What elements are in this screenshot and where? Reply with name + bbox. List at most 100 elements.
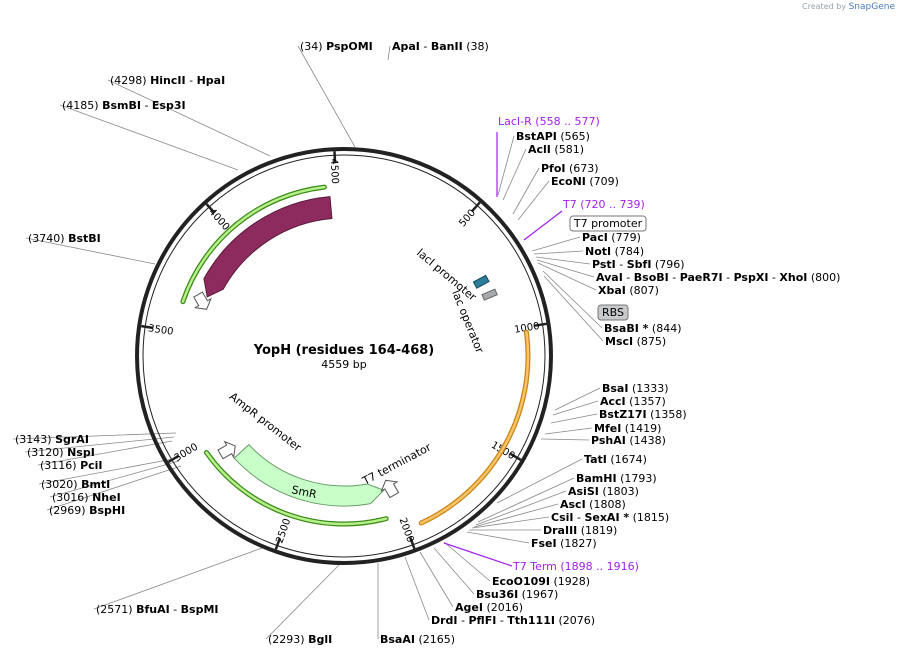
- restriction-site-label[interactable]: PfoI (673): [541, 162, 599, 175]
- restriction-site[interactable]: XbaI (807): [598, 284, 659, 297]
- restriction-site-label[interactable]: BsaBI * (844): [604, 322, 682, 335]
- restriction-site-label[interactable]: AsiSI (1803): [568, 485, 639, 498]
- restriction-site-label[interactable]: ApaI - BanII (38): [392, 40, 489, 53]
- enzyme-name: BsaAI: [380, 633, 415, 646]
- primer-label[interactable]: T7 Term (1898 .. 1916): [512, 560, 639, 573]
- restriction-site[interactable]: BsaAI (2165): [380, 633, 455, 646]
- restriction-site[interactable]: DraIII (1819): [543, 524, 617, 537]
- site-leader-line: [497, 135, 515, 196]
- restriction-site-label[interactable]: (4298) HincII - HpaI: [110, 74, 225, 87]
- restriction-site[interactable]: NotI (784): [585, 245, 644, 258]
- restriction-site[interactable]: (34) PspOMI: [300, 40, 373, 53]
- restriction-site-label[interactable]: AclI (581): [528, 143, 584, 156]
- restriction-site-label[interactable]: AgeI (2016): [455, 601, 523, 614]
- restriction-site[interactable]: MfeI (1419): [594, 422, 661, 435]
- restriction-site[interactable]: PstI - SbfI (796): [592, 258, 685, 271]
- restriction-site[interactable]: PfoI (673): [541, 162, 599, 175]
- primer-label[interactable]: T7 (720 .. 739): [562, 198, 645, 211]
- restriction-site[interactable]: FseI (1827): [531, 537, 597, 550]
- restriction-site-label[interactable]: EcoNI (709): [551, 175, 619, 188]
- primer-label[interactable]: LacI-R (558 .. 577): [498, 115, 600, 128]
- restriction-site-label[interactable]: (2293) BglI: [268, 633, 332, 646]
- restriction-site[interactable]: TatI (1674): [584, 453, 647, 466]
- restriction-site-label[interactable]: XbaI (807): [598, 284, 659, 297]
- restriction-site-label[interactable]: (3120) NspI: [27, 446, 95, 459]
- restriction-site-label[interactable]: CsiI - SexAI * (1815): [551, 511, 669, 524]
- restriction-site[interactable]: EcoNI (709): [551, 175, 619, 188]
- restriction-site[interactable]: AsiSI (1803): [568, 485, 639, 498]
- restriction-site-label[interactable]: NotI (784): [585, 245, 644, 258]
- restriction-site-label[interactable]: (3016) NheI: [52, 491, 121, 504]
- restriction-site-label[interactable]: MfeI (1419): [594, 422, 661, 435]
- enzyme-name: BstZ17I: [599, 408, 647, 421]
- restriction-site[interactable]: (3116) PciI: [40, 459, 103, 472]
- restriction-site-label[interactable]: TatI (1674): [584, 453, 647, 466]
- restriction-site[interactable]: BstZ17I (1358): [599, 408, 687, 421]
- restriction-site[interactable]: (3143) SgrAI: [15, 433, 89, 446]
- restriction-site-label[interactable]: (3116) PciI: [40, 459, 103, 472]
- enzyme-name: BstBI: [68, 232, 101, 245]
- restriction-site-label[interactable]: PstI - SbfI (796): [592, 258, 685, 271]
- restriction-site-label[interactable]: PacI (779): [582, 231, 641, 244]
- restriction-site[interactable]: ApaI - BanII (38): [392, 40, 489, 53]
- restriction-site-label[interactable]: FseI (1827): [531, 537, 597, 550]
- restriction-site[interactable]: BstAPI (565): [516, 130, 590, 143]
- restriction-site-label[interactable]: AccI (1357): [600, 395, 666, 408]
- enzyme-name: HincII: [150, 74, 186, 87]
- restriction-site[interactable]: BsaBI * (844): [604, 322, 682, 335]
- ruler-tick-label: 4500: [328, 158, 340, 184]
- restriction-site-label[interactable]: PshAI (1438): [591, 434, 666, 447]
- restriction-site-label[interactable]: AscI (1808): [560, 498, 626, 511]
- restriction-site[interactable]: (3120) NspI: [27, 446, 95, 459]
- restriction-site-label[interactable]: DraIII (1819): [543, 524, 617, 537]
- ruler-tick: [333, 151, 337, 164]
- restriction-site-label[interactable]: DrdI - PflFI - Tth111I (2076): [431, 614, 595, 627]
- restriction-site[interactable]: CsiI - SexAI * (1815): [551, 511, 669, 524]
- restriction-site-label[interactable]: (34) PspOMI: [300, 40, 373, 53]
- restriction-site[interactable]: (2293) BglI: [268, 633, 332, 646]
- restriction-site[interactable]: AgeI (2016): [455, 601, 523, 614]
- restriction-site[interactable]: (2969) BspHI: [49, 504, 125, 517]
- primer[interactable]: T7 (720 .. 739): [523, 198, 645, 241]
- restriction-site[interactable]: PshAI (1438): [591, 434, 666, 447]
- restriction-site[interactable]: (3016) NheI: [52, 491, 121, 504]
- restriction-site[interactable]: BsaI (1333): [602, 382, 669, 395]
- primer[interactable]: T7 Term (1898 .. 1916): [443, 542, 639, 573]
- restriction-site[interactable]: AscI (1808): [560, 498, 626, 511]
- restriction-site[interactable]: (4298) HincII - HpaI: [110, 74, 225, 87]
- restriction-site-label[interactable]: BsaI (1333): [602, 382, 669, 395]
- restriction-site[interactable]: AccI (1357): [600, 395, 666, 408]
- restriction-site[interactable]: Bsu36I (1967): [476, 588, 558, 601]
- restriction-site[interactable]: BamHI (1793): [576, 472, 657, 485]
- restriction-site[interactable]: (2571) BfuAI - BspMI: [96, 603, 219, 616]
- restriction-site-label[interactable]: Bsu36I (1967): [476, 588, 558, 601]
- site-position: (4185): [62, 99, 102, 112]
- restriction-site-label[interactable]: (2969) BspHI: [49, 504, 125, 517]
- restriction-site[interactable]: MscI (875): [605, 335, 666, 348]
- site-position: -: [170, 603, 181, 616]
- restriction-site-label[interactable]: BamHI (1793): [576, 472, 657, 485]
- enzyme-name: FseI: [531, 537, 557, 550]
- restriction-site-label[interactable]: MscI (875): [605, 335, 666, 348]
- restriction-site[interactable]: (3020) BmtI: [41, 478, 110, 491]
- restriction-site[interactable]: EcoO109I (1928): [492, 575, 590, 588]
- restriction-site[interactable]: (3740) BstBI: [28, 232, 101, 245]
- restriction-site[interactable]: (4185) BsmBI - Esp3I: [62, 99, 186, 112]
- restriction-site-label[interactable]: EcoO109I (1928): [492, 575, 590, 588]
- restriction-site-label[interactable]: (3740) BstBI: [28, 232, 101, 245]
- restriction-site-label[interactable]: (4185) BsmBI - Esp3I: [62, 99, 186, 112]
- restriction-site[interactable]: AclI (581): [528, 143, 584, 156]
- restriction-site-label[interactable]: BsaAI (2165): [380, 633, 455, 646]
- restriction-site-label[interactable]: AvaI - BsoBI - PaeR7I - PspXI - XhoI (80…: [596, 271, 840, 284]
- restriction-site-label[interactable]: (2571) BfuAI - BspMI: [96, 603, 219, 616]
- primer[interactable]: LacI-R (558 .. 577): [496, 115, 600, 197]
- restriction-site[interactable]: DrdI - PflFI - Tth111I (2076): [431, 614, 595, 627]
- restriction-site[interactable]: AvaI - BsoBI - PaeR7I - PspXI - XhoI (80…: [596, 271, 840, 284]
- restriction-site-label[interactable]: BstZ17I (1358): [599, 408, 687, 421]
- restriction-site-label[interactable]: (3143) SgrAI: [15, 433, 89, 446]
- restriction-site-label[interactable]: BstAPI (565): [516, 130, 590, 143]
- site-position: (807): [626, 284, 659, 297]
- restriction-site[interactable]: PacI (779): [582, 231, 641, 244]
- restriction-site-label[interactable]: (3020) BmtI: [41, 478, 110, 491]
- site-position: (779): [608, 231, 641, 244]
